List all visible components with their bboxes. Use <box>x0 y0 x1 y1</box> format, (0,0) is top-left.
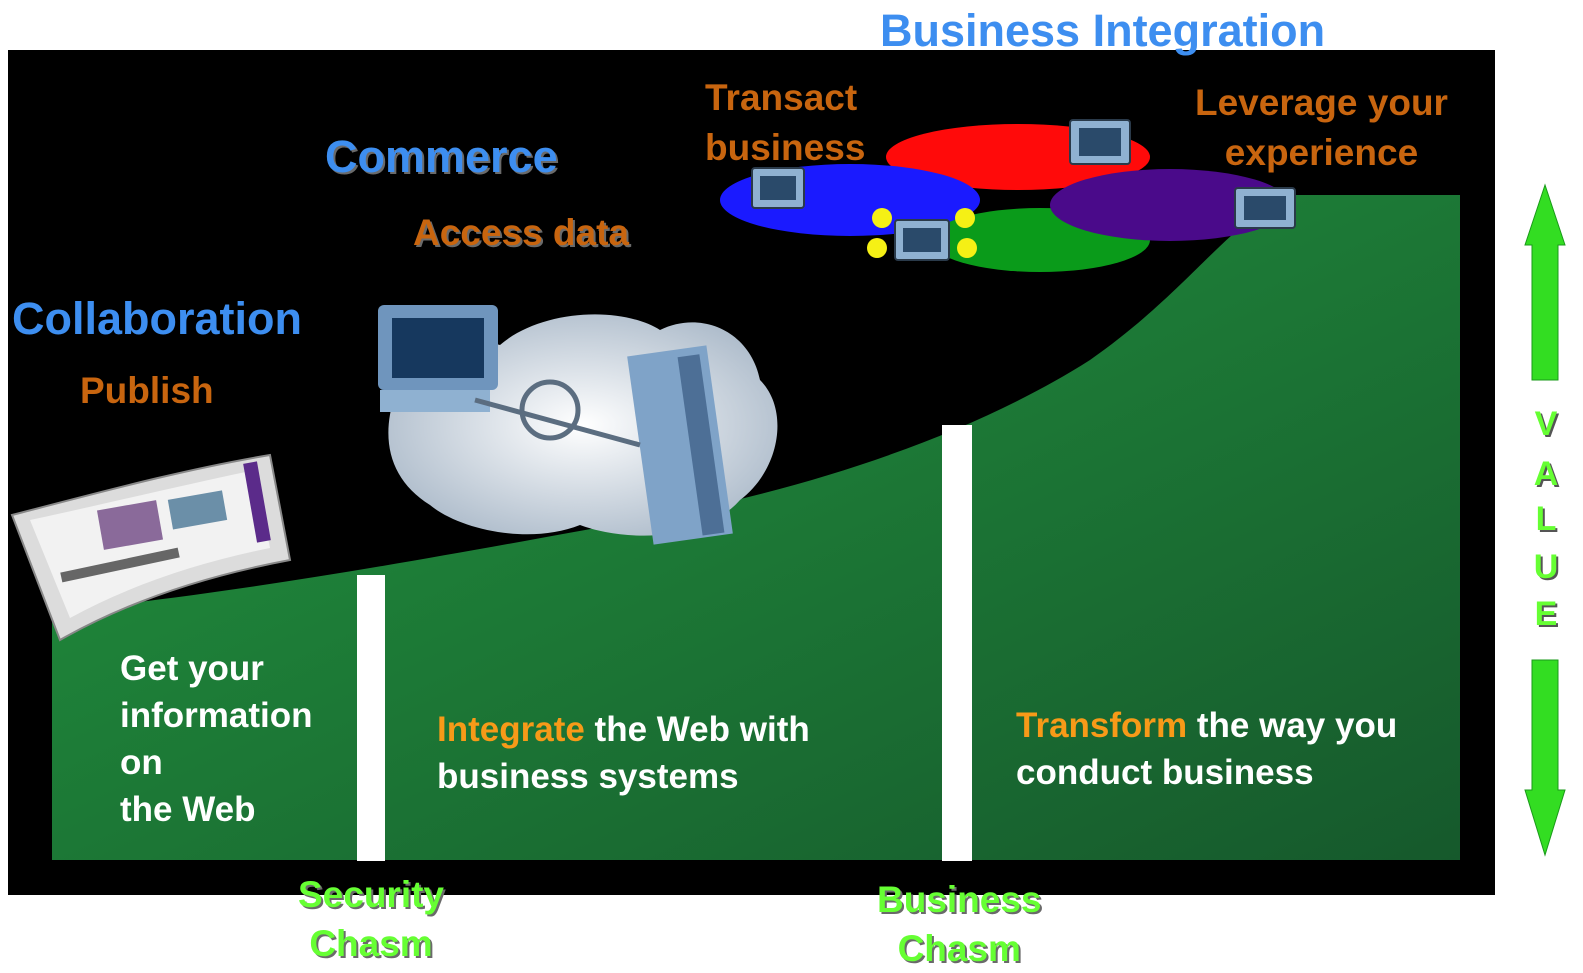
leverage-line: Leverage your <box>1195 82 1448 123</box>
value-letter: L <box>1535 500 1557 538</box>
stage3-description: Transform the way you conduct business <box>1016 702 1397 796</box>
leverage-experience-activity: Leverage your experience <box>1195 78 1448 178</box>
stage2-description-line1: Integrate the Web with <box>437 706 810 753</box>
value-letter: U <box>1533 548 1559 586</box>
stage2-description-rest: the Web with <box>594 710 810 749</box>
value-letter: E <box>1534 595 1558 633</box>
cloud-computer-illustration <box>378 305 778 545</box>
stage3-description-rest: the way you <box>1196 706 1398 745</box>
transform-highlight: Transform <box>1016 706 1188 745</box>
value-letter: A <box>1533 455 1559 493</box>
business-chasm-label: Business Chasm <box>877 875 1042 973</box>
value-letter: V <box>1534 405 1558 443</box>
security-chasm-line: Chasm <box>309 923 433 964</box>
security-chasm-line: Security <box>298 874 445 915</box>
stage3-description-line1: Transform the way you <box>1016 702 1397 749</box>
business-integration-title: Business Integration <box>880 5 1326 56</box>
access-data-activity: Access data <box>413 212 629 253</box>
stage1-description-line: information <box>120 696 313 735</box>
stage2-description: Integrate the Web with business systems <box>437 706 810 800</box>
business-chasm-line: Chasm <box>897 928 1021 969</box>
stage3-description-line2: conduct business <box>1016 753 1314 792</box>
collaboration-heading: Collaboration <box>12 293 302 344</box>
stage1-description-line: Get your <box>120 649 264 688</box>
transact-line: Transact <box>705 77 858 118</box>
stage1-description: Get your information on the Web <box>120 645 312 833</box>
stage1-description-line: on <box>120 743 163 782</box>
security-chasm-gap <box>357 575 385 861</box>
publish-activity: Publish <box>80 370 214 411</box>
value-curve-area <box>52 195 1460 860</box>
value-arrow <box>1524 183 1566 857</box>
newspaper-illustration <box>10 453 292 642</box>
leverage-line: experience <box>1224 132 1419 173</box>
integrate-highlight: Integrate <box>437 710 585 749</box>
stage1-description-line: the Web <box>120 790 256 829</box>
security-chasm-label: Security Chasm <box>298 870 444 968</box>
commerce-heading: Commerce <box>325 131 558 182</box>
business-chasm-gap <box>942 425 972 861</box>
transact-line: business <box>705 127 866 168</box>
transact-business-activity: Transact business <box>705 73 865 173</box>
business-chasm-line: Business <box>877 879 1042 920</box>
stage2-description-line2: business systems <box>437 757 739 796</box>
integration-ellipses <box>720 119 1296 272</box>
